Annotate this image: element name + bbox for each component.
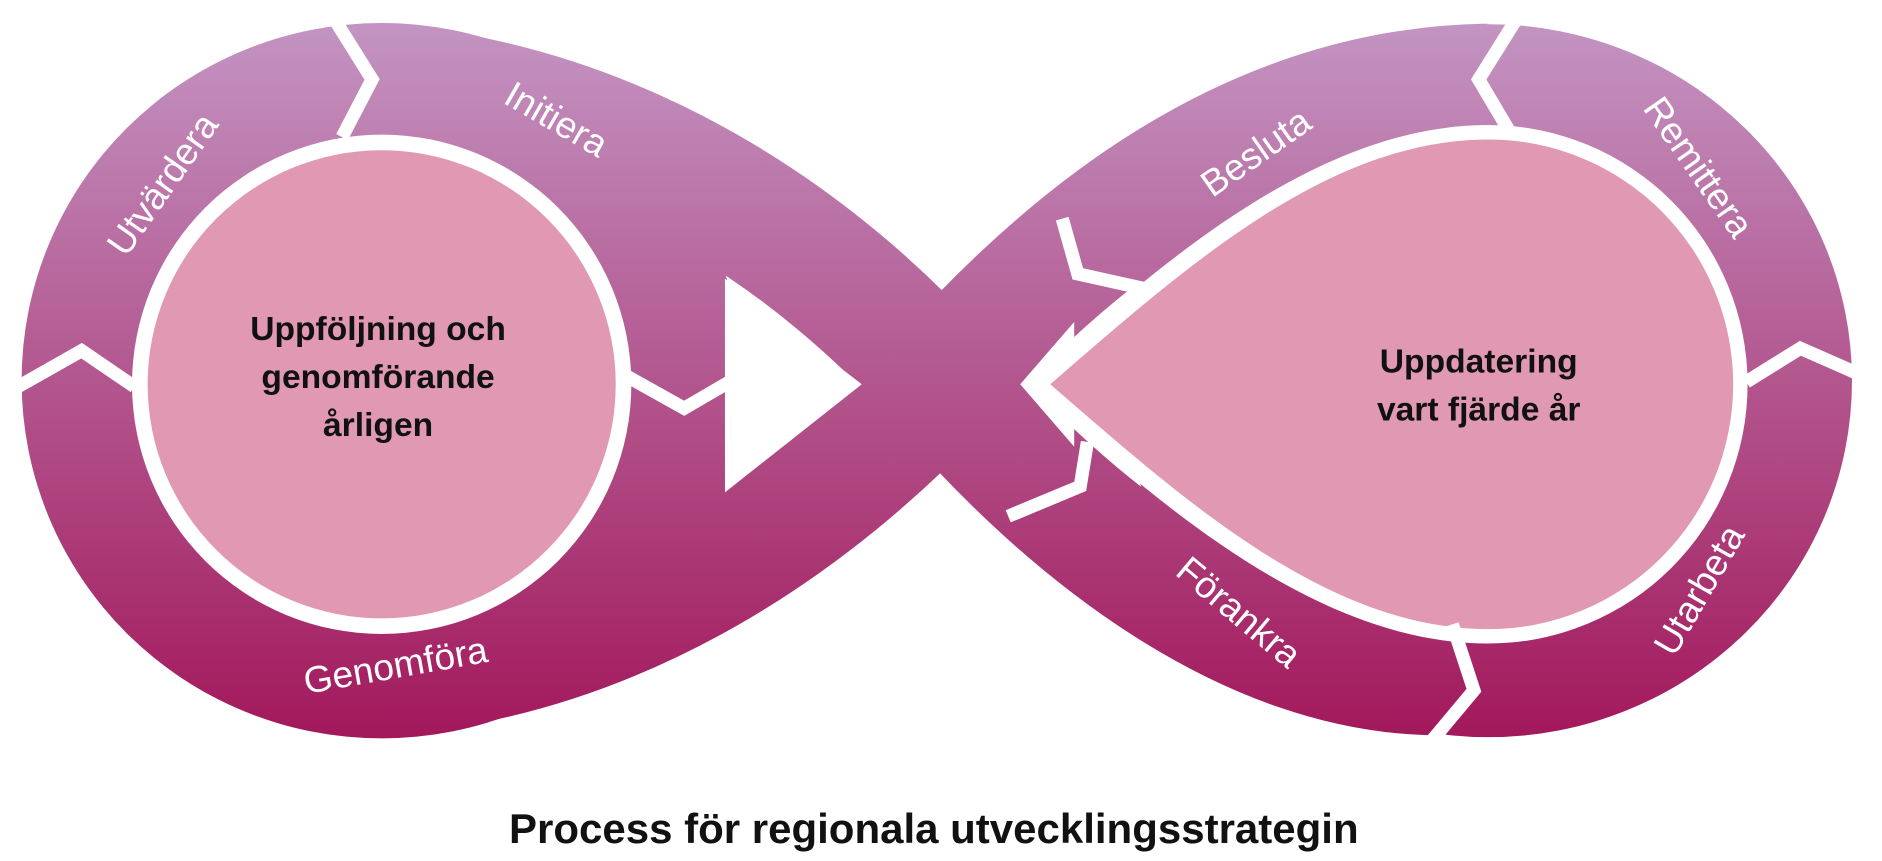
diagram-title: Process för regionala utvecklingsstrateg… (509, 805, 1359, 852)
left-center-line-3: årligen (323, 407, 433, 444)
right-center (1050, 139, 1734, 630)
right-center-line-2: vart fjärde år (1377, 391, 1581, 428)
left-center-line-2: genomförande (261, 359, 494, 396)
segment-separators (14, 18, 1864, 747)
left-center-line-1: Uppföljning och (250, 311, 506, 348)
arrow-wedge (724, 278, 862, 493)
left-center (147, 150, 616, 619)
right-center-line-1: Uppdatering (1380, 343, 1578, 380)
